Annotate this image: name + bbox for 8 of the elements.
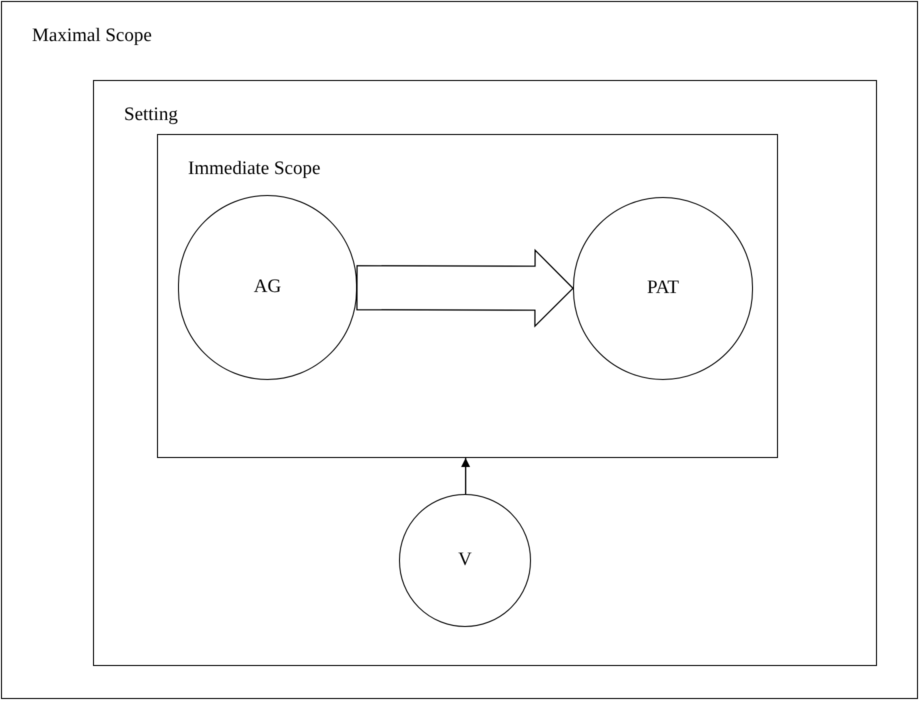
box-heading: Maximal Scope: [32, 24, 152, 48]
box-heading: Setting: [124, 103, 178, 127]
box-heading: Immediate Scope: [188, 157, 320, 181]
arrow: [461, 458, 470, 494]
block-arrow: [356, 248, 574, 328]
node-label: PAT: [646, 276, 680, 300]
node-label: AG: [254, 275, 282, 300]
node-label: V: [458, 548, 472, 572]
